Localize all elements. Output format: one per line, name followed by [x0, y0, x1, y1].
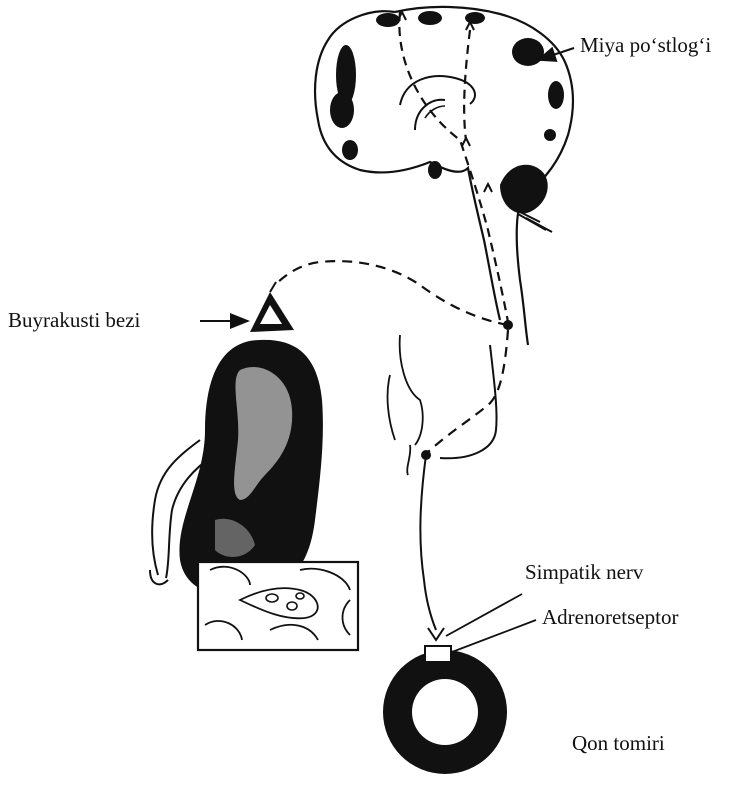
label-adrenoreceptor: Adrenoretseptor [542, 605, 678, 629]
sympathetic-nerve-line [420, 455, 436, 630]
adrenal-gland-drawing [250, 282, 294, 332]
kidney-drawing [150, 340, 323, 596]
label-sympathetic-nerve: Simpatik nerv [525, 560, 643, 584]
label-blood-vessel: Qon tomiri [572, 731, 665, 755]
label-cortex: Miya po‘stlog‘i [580, 33, 711, 57]
label-adrenal: Buyrakusti bezi [8, 308, 140, 332]
vessel-ring-drawing [383, 646, 507, 774]
dashed-path-adrenal [275, 261, 508, 325]
adrenal-detail-box [198, 562, 358, 650]
brain-drawing [315, 7, 573, 345]
spinal-cord [440, 345, 497, 458]
